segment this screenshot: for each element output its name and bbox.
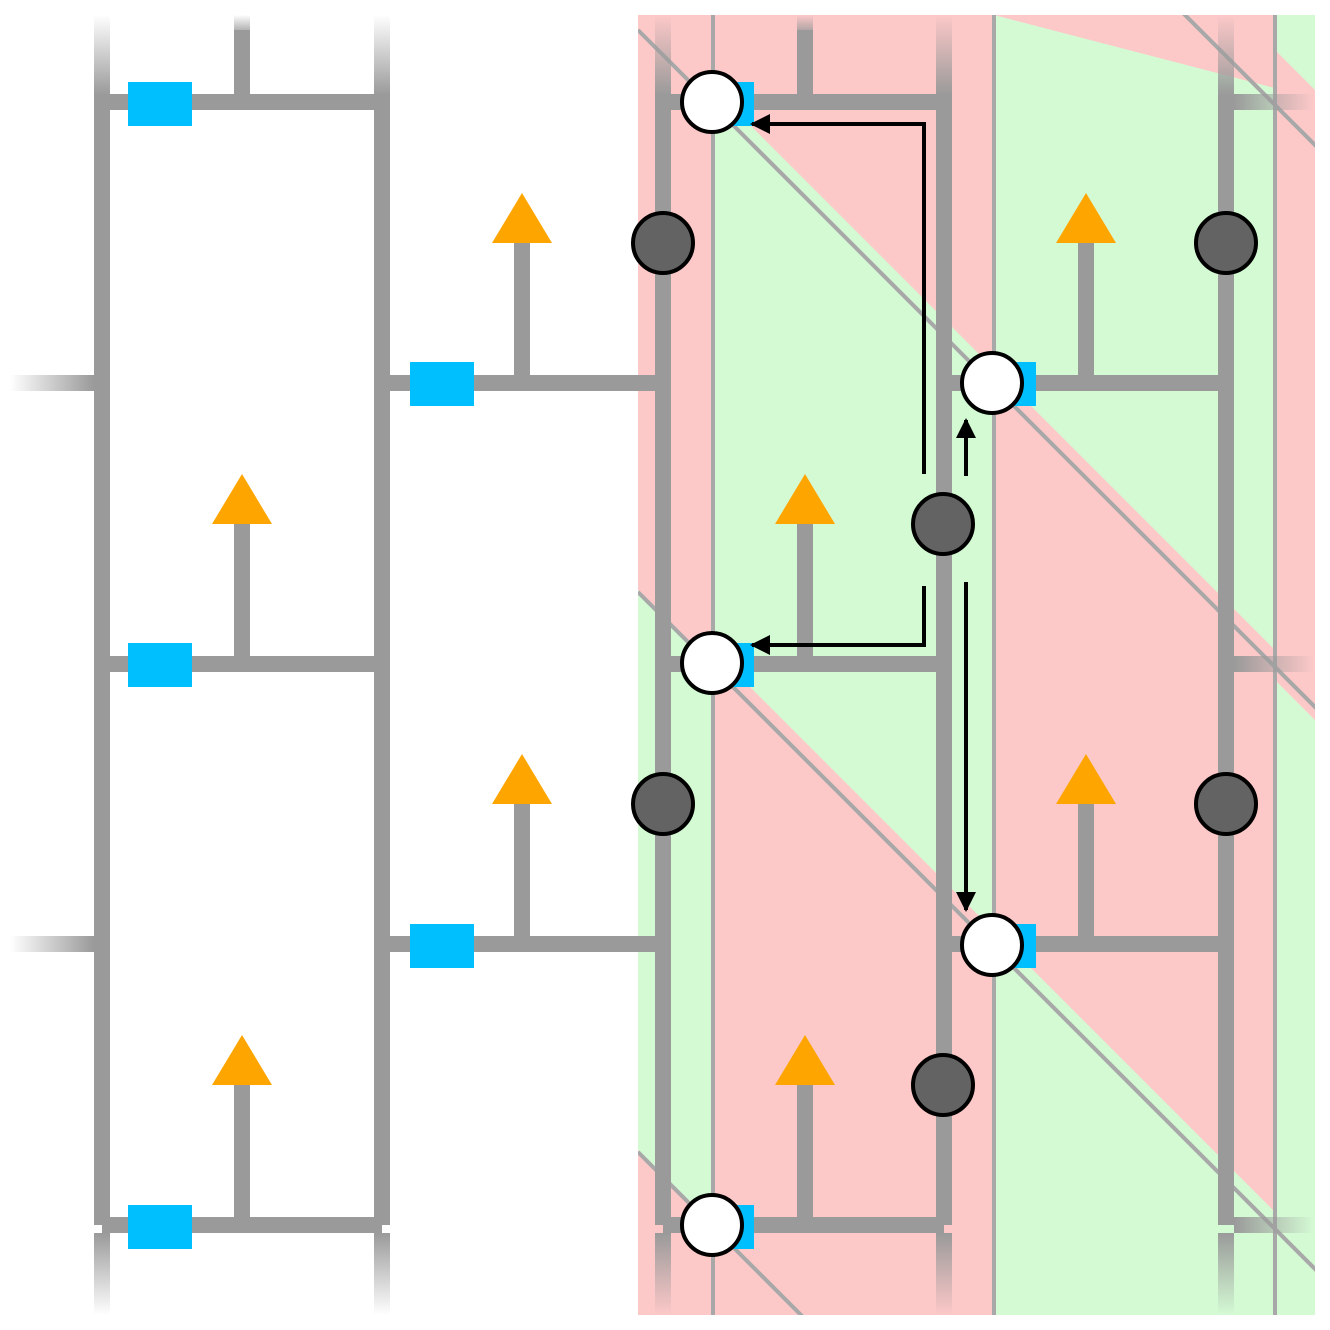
data-nodes: [680, 70, 1024, 1257]
wire-fade: [234, 15, 250, 35]
cyan-square-icon: [128, 1205, 192, 1249]
white-circle-node-icon: [680, 631, 744, 695]
wire-fade: [797, 15, 813, 35]
wire-fade: [10, 936, 94, 952]
wire-fade: [1218, 15, 1234, 95]
wire-fade: [936, 15, 952, 95]
dark-circle-node-icon: [631, 772, 695, 836]
wire-fade: [374, 15, 390, 95]
white-circle-node-icon: [680, 70, 744, 134]
cyan-square-icon: [128, 643, 192, 687]
region-triangle: [713, 15, 760, 62]
wire-fade: [655, 15, 671, 95]
dark-circle-node-icon: [911, 1053, 975, 1117]
white-circle-node-icon: [960, 913, 1024, 977]
coupler-squares: [128, 82, 1036, 1249]
region-diagonal: [1182, 15, 1315, 148]
cyan-square-icon: [128, 82, 192, 126]
wire-fade: [1234, 656, 1314, 672]
wire-network: [94, 30, 1234, 1233]
wire-fade: [1218, 1233, 1234, 1315]
region-triangle: [1275, 50, 1315, 720]
region-triangle: [713, 650, 994, 931]
wire-fade: [936, 1233, 952, 1315]
orange-triangle-icon: [212, 474, 272, 524]
wire-fade: [1234, 94, 1314, 110]
wire-fade: [1234, 1217, 1314, 1233]
measurement-triangles: [212, 193, 1116, 1085]
cyan-square-icon: [410, 362, 474, 406]
ancilla-nodes: [631, 211, 1258, 1117]
white-circle-node-icon: [960, 351, 1024, 415]
dark-circle-node-icon: [631, 211, 695, 275]
wire-fade: [94, 1233, 110, 1315]
white-circle-node-icon: [680, 1193, 744, 1257]
wire-fades: [10, 15, 1314, 1315]
orange-triangle-icon: [212, 1035, 272, 1085]
wire-fade: [10, 375, 94, 391]
orange-triangle-icon: [1056, 193, 1116, 243]
cyan-square-icon: [410, 924, 474, 968]
region-triangle: [994, 369, 1275, 1212]
arrow-icon: [750, 586, 926, 655]
wire-fade: [94, 15, 110, 95]
orange-triangle-icon: [775, 474, 835, 524]
orange-triangle-icon: [775, 1035, 835, 1085]
dark-circle-node-icon: [1194, 211, 1258, 275]
dark-circle-node-icon: [911, 492, 975, 556]
orange-triangle-icon: [492, 754, 552, 804]
dark-circle-node-icon: [1194, 772, 1258, 836]
arrow-icon: [750, 114, 926, 474]
arrows: [750, 114, 976, 912]
wire-fade: [374, 1233, 390, 1315]
wire-fade: [655, 1233, 671, 1315]
orange-triangle-icon: [1056, 754, 1116, 804]
orange-triangle-icon: [492, 193, 552, 243]
